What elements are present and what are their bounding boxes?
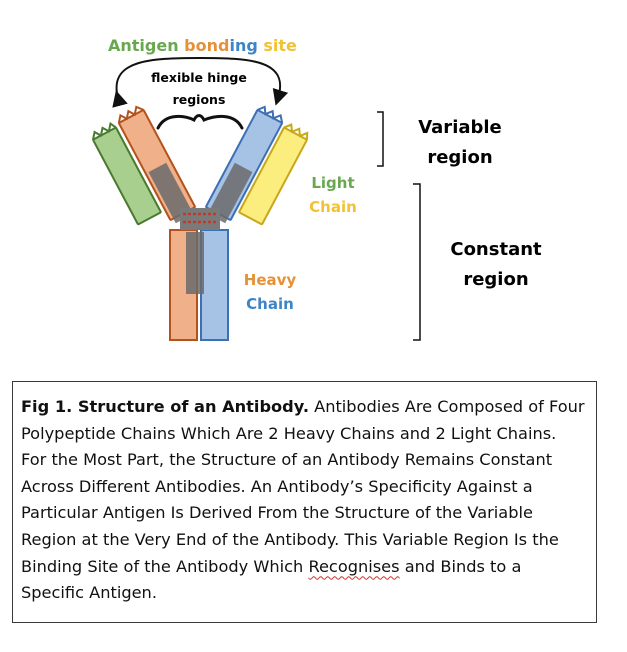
caption-title: Fig 1. Structure of an Antibody. [21, 397, 309, 416]
hinge-label-line2: regions [173, 92, 226, 107]
antigen-binding-site-label: Antigen bonding site [108, 36, 297, 55]
constant-region-label-2: region [463, 269, 528, 290]
heavy-chain-label-2: Chain [246, 295, 294, 313]
light-chain-label-1: Light [311, 174, 354, 192]
light-chain-label-2: Chain [309, 198, 357, 216]
constant-region-bracket [413, 184, 420, 340]
misspelled-word: Recognises [308, 557, 399, 576]
caption-body-start: Antibodies Are Composed of Four Polypept… [21, 397, 585, 576]
variable-region-label-1: Variable [418, 117, 502, 138]
hinge-label-line1: flexible hinge [151, 70, 247, 85]
variable-region-label-2: region [427, 147, 492, 168]
hinge-brace [158, 116, 242, 129]
heavy-chain-label-1: Heavy [244, 271, 297, 289]
constant-region-label-1: Constant [450, 239, 542, 260]
antibody-diagram: Antigen bonding site flexible hinge regi… [0, 0, 627, 370]
variable-region-bracket [377, 112, 383, 166]
stem-heavy-chains [170, 230, 228, 340]
disulfide-bonds [180, 208, 220, 230]
figure-caption: Fig 1. Structure of an Antibody. Antibod… [12, 381, 597, 623]
